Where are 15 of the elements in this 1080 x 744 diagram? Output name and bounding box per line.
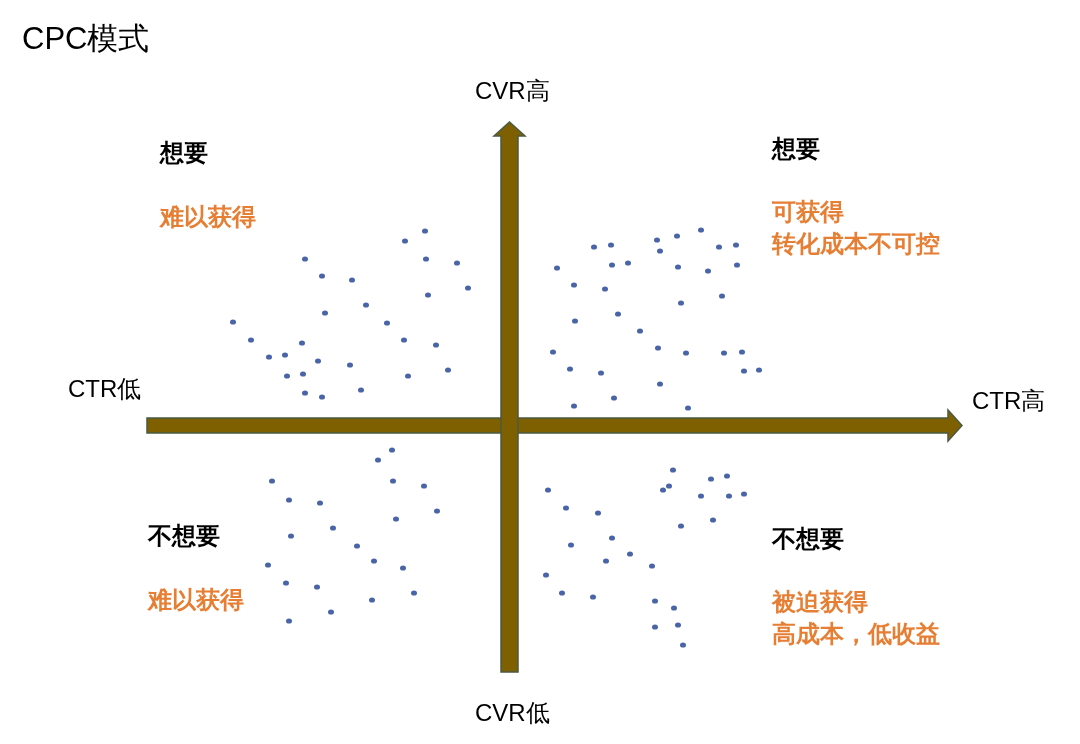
quadrant-note: 难以获得: [148, 585, 244, 615]
quadrant-note: 难以获得: [160, 202, 256, 232]
axis-label: CTR高: [972, 386, 1046, 416]
quadrant-note: 可获得: [772, 197, 844, 227]
quadrant-heading: 不想要: [148, 521, 220, 551]
axis-label: CVR低: [475, 698, 550, 728]
title: CPC模式: [22, 20, 150, 58]
quadrant-note: 高成本，低收益: [772, 619, 940, 649]
axis-label: CVR高: [475, 76, 550, 106]
axis-label: CTR低: [68, 374, 142, 404]
quadrant-note: 被迫获得: [772, 587, 868, 617]
quadrant-note: 转化成本不可控: [772, 229, 940, 259]
quadrant-heading: 不想要: [772, 524, 844, 554]
quadrant-heading: 想要: [772, 134, 820, 164]
quadrant-heading: 想要: [160, 138, 208, 168]
